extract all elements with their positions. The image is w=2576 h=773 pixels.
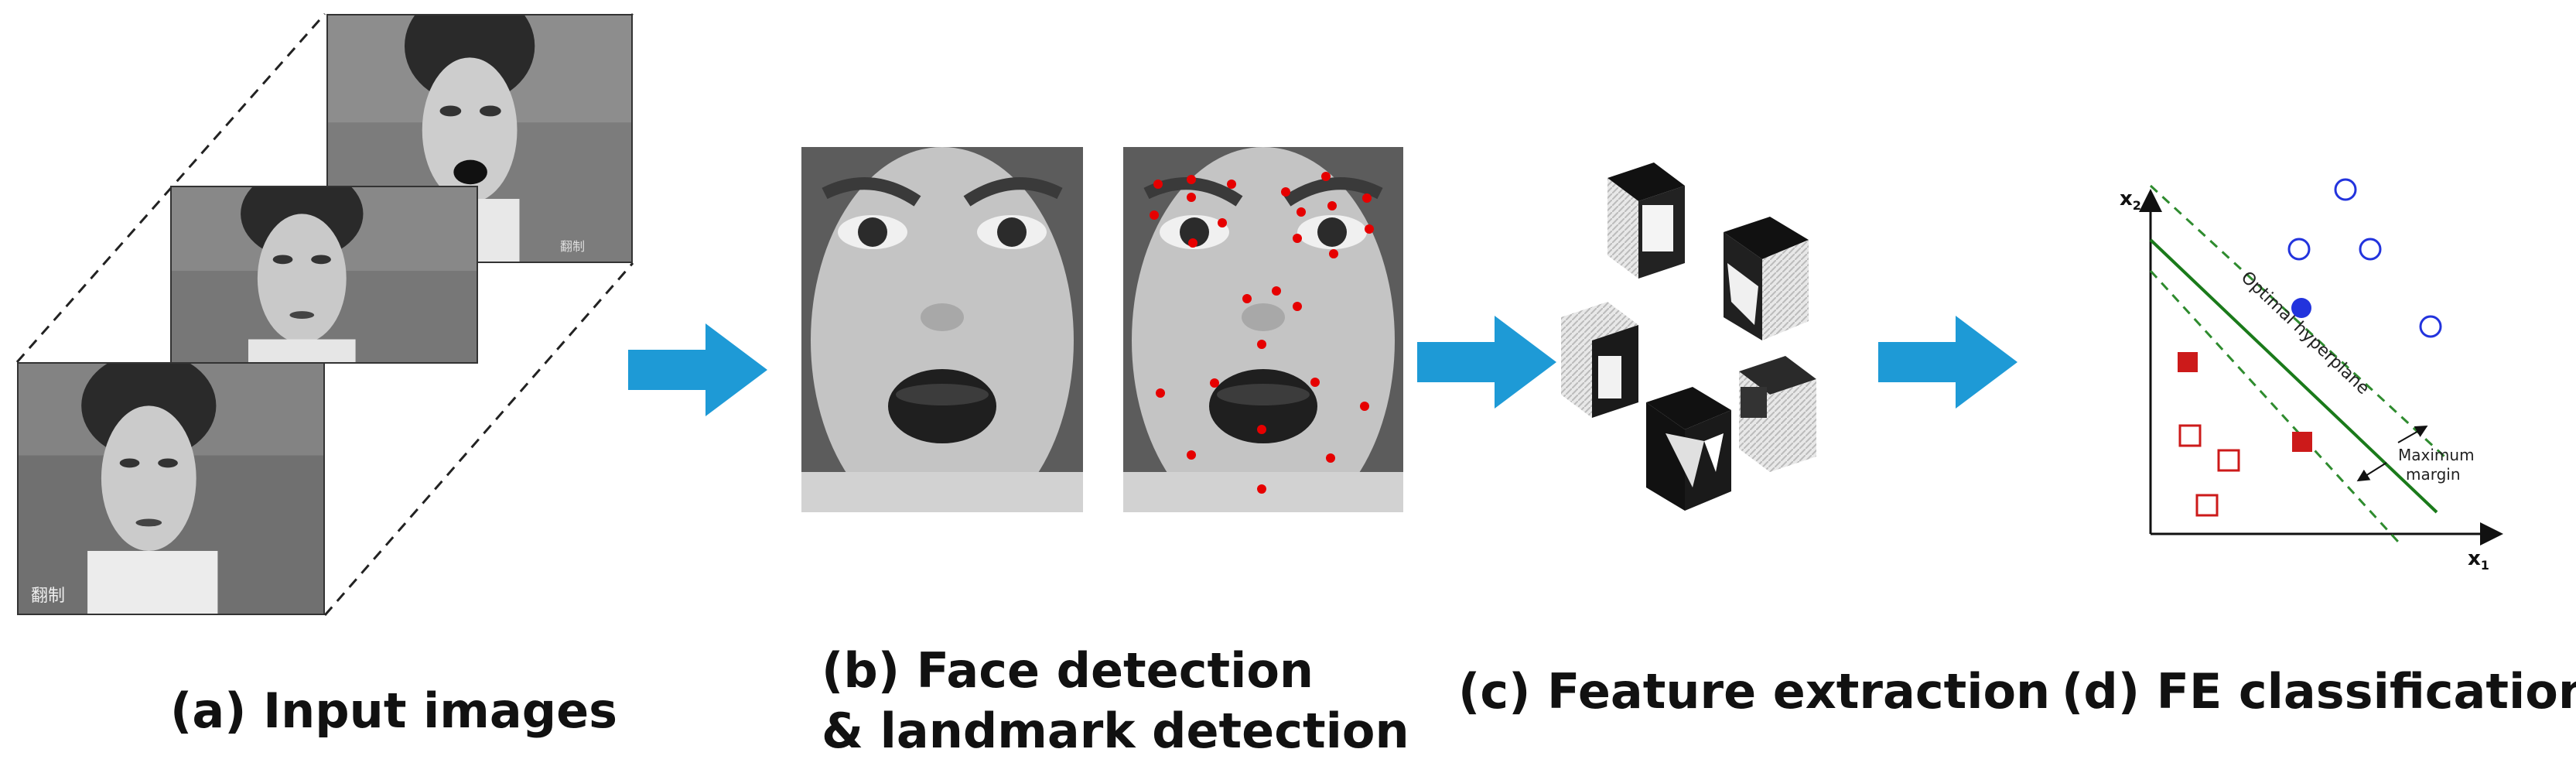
arrow-3	[1878, 316, 2017, 409]
class-circle-point	[2419, 315, 2442, 338]
arrow-1	[628, 323, 767, 416]
feature-cubes	[1561, 162, 1816, 511]
hyperplane-label: Optimal hyperplane	[2237, 268, 2373, 398]
margin-label-line1: Maximum	[2398, 446, 2475, 464]
margin-line-upper	[2149, 184, 2446, 458]
support-vector-circle	[2291, 298, 2311, 318]
margin-label-line2: margin	[2406, 465, 2461, 484]
arrow-2	[1417, 316, 1556, 409]
x-axis-label: x1	[2468, 547, 2489, 573]
class-circle-point	[2287, 238, 2311, 261]
detected-face	[801, 147, 1083, 512]
class-circle-point	[2334, 178, 2357, 201]
y-axis-label: x2	[2120, 187, 2141, 213]
caption-feature-extraction: (c) Feature extraction	[1458, 663, 2051, 720]
optimal-hyperplane	[2149, 238, 2438, 514]
caption-face-detection-line1: (b) Face detection	[822, 642, 1314, 699]
caption-input-images: (a) Input images	[170, 682, 618, 739]
margin-line-lower	[2149, 269, 2400, 543]
support-vector-square	[2292, 432, 2312, 452]
svm-plot: Optimal hyperplane Maximum margin x2 x1	[2120, 178, 2503, 573]
class-square-point	[2195, 494, 2219, 517]
input-image-front: 翻制	[17, 362, 325, 615]
landmark-face	[1123, 147, 1403, 512]
caption-face-detection-line2: & landmark detection	[822, 703, 1409, 759]
photo-stamp-front: 翻制	[31, 587, 66, 606]
support-vector-square	[2178, 352, 2198, 372]
class-square-point	[2217, 449, 2240, 472]
class-circle-point	[2359, 238, 2382, 261]
class-square-point	[2178, 424, 2202, 447]
caption-face-detection: (b) Face detection & landmark detection	[822, 641, 1409, 761]
photo-stamp-back: 翻制	[560, 239, 586, 254]
input-image-middle	[170, 186, 478, 364]
caption-fe-classification: (d) FE classification	[2062, 663, 2576, 720]
